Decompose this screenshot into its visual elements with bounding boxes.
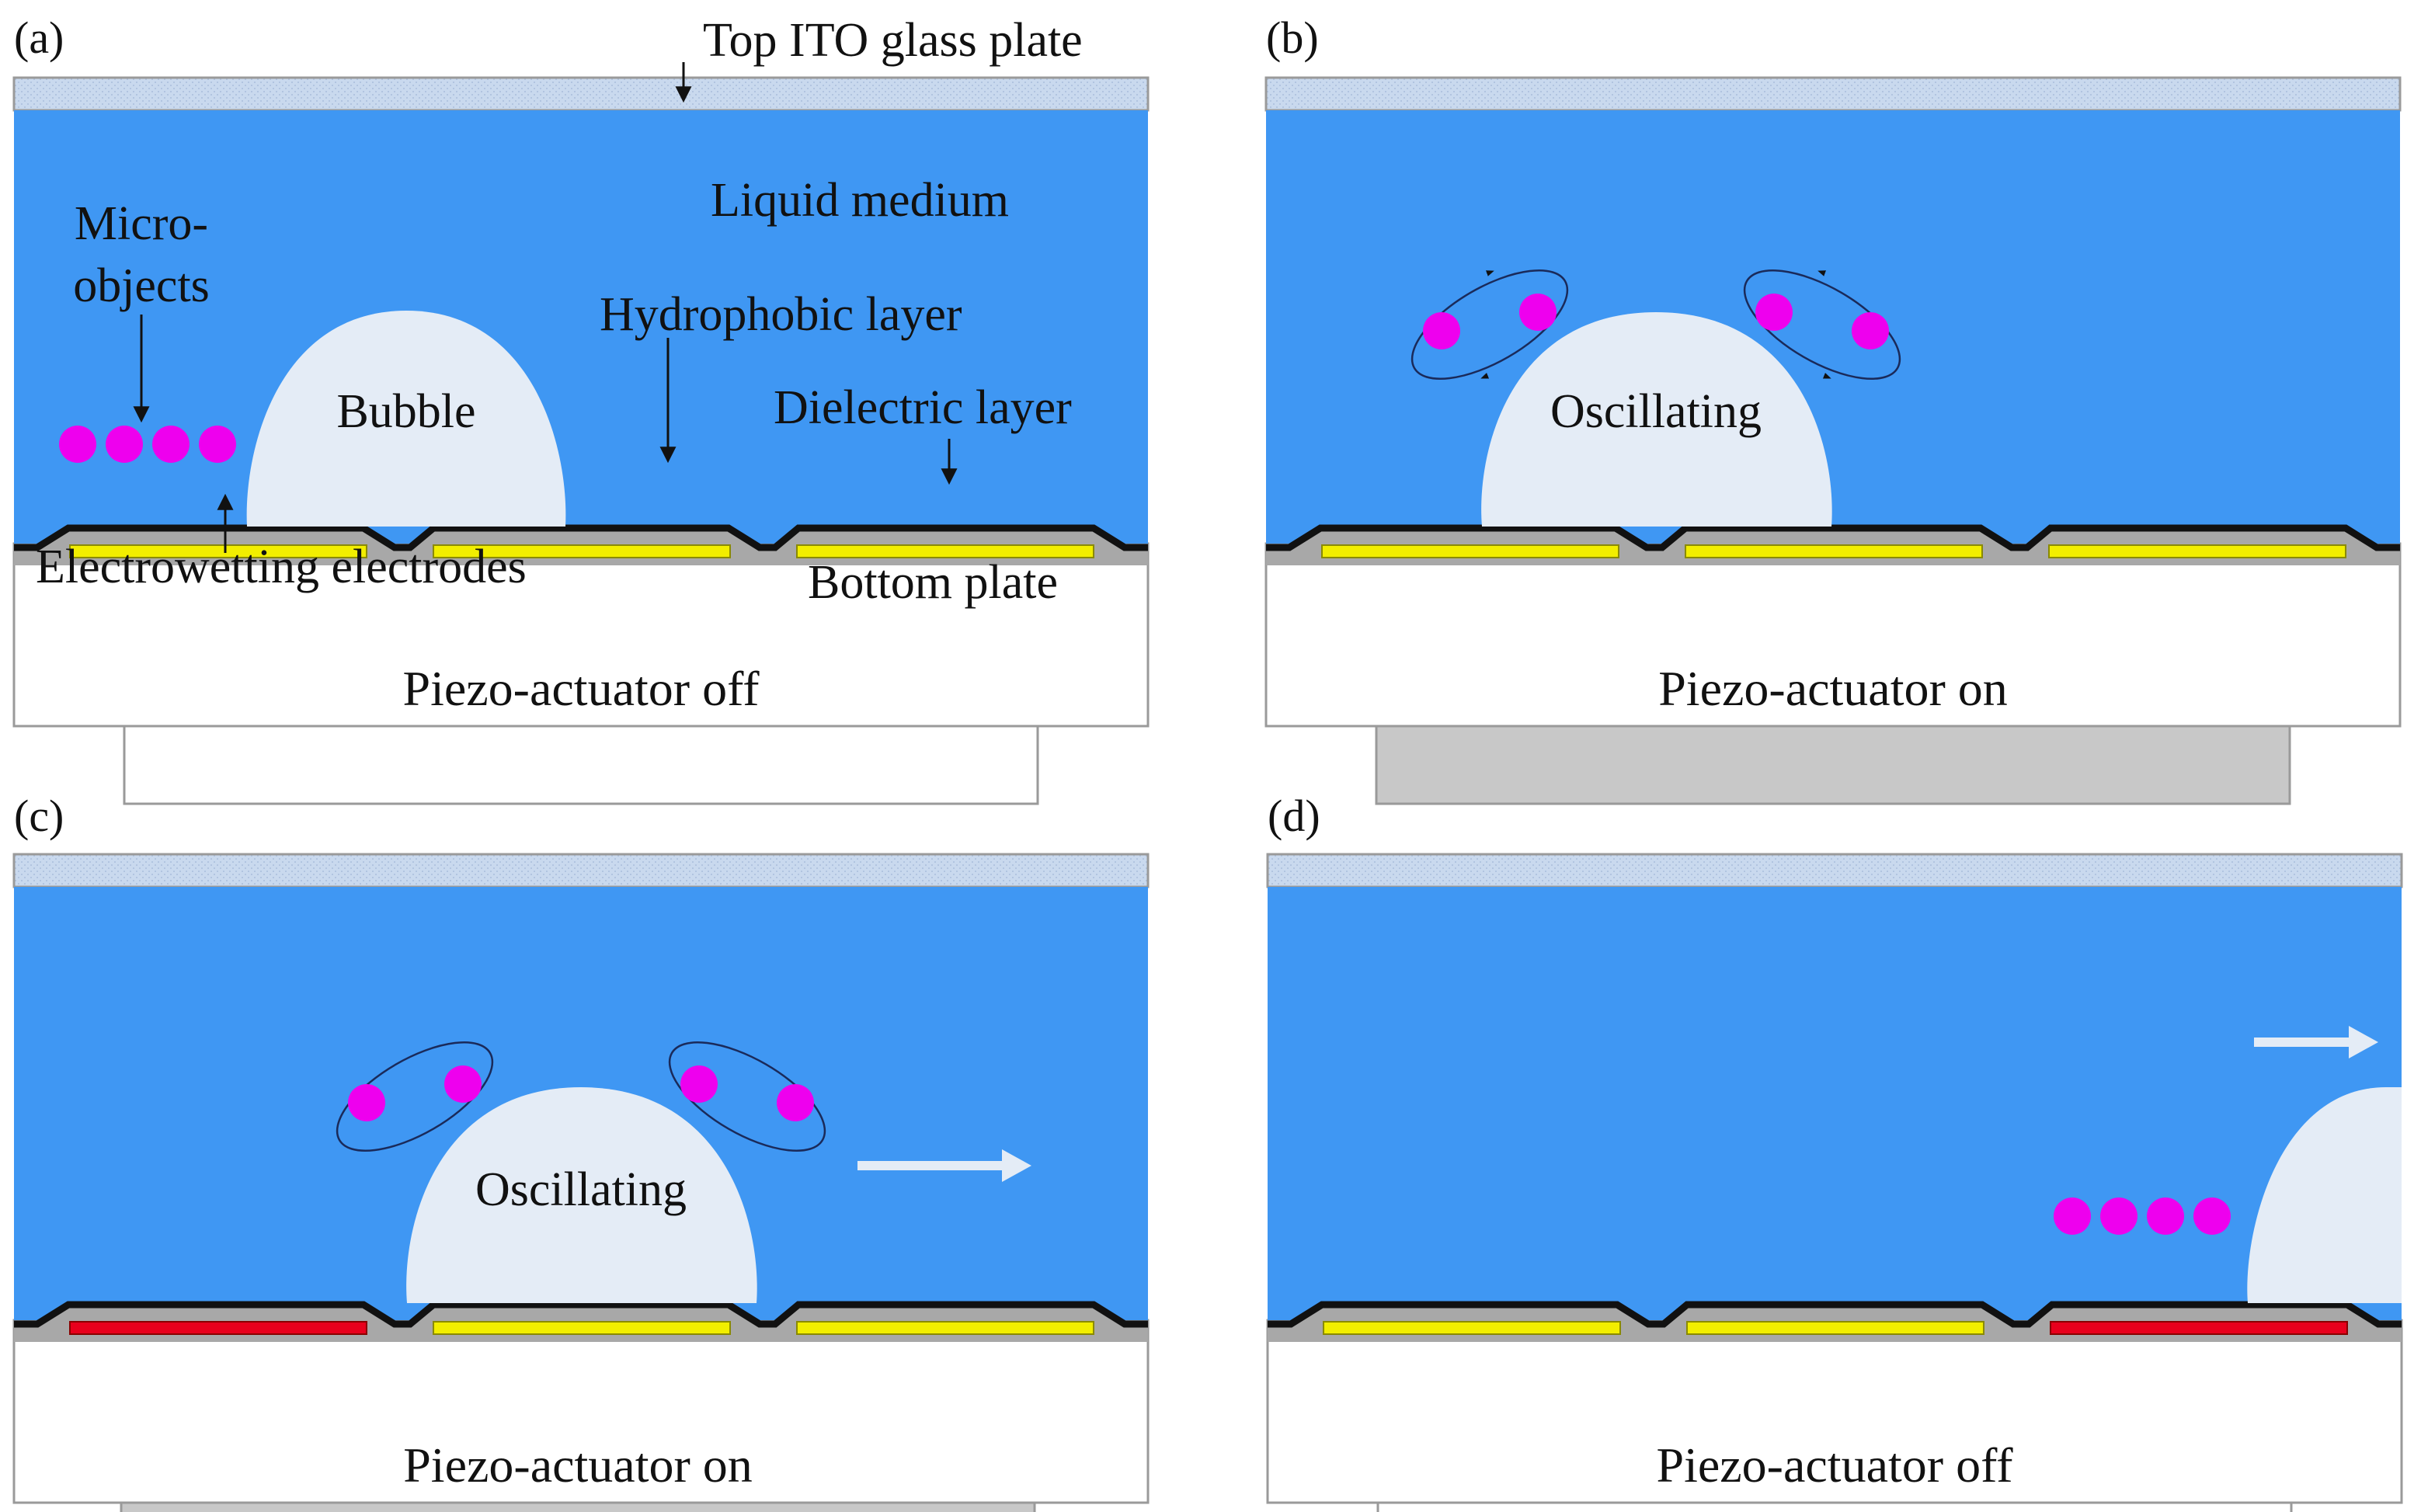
piezo-actuator-a bbox=[123, 725, 1039, 805]
piezo-actuator-d bbox=[1376, 1501, 2293, 1512]
panel-label-b: (b) bbox=[1266, 12, 1319, 63]
micro-object bbox=[199, 426, 236, 463]
piezo-actuator-c bbox=[120, 1501, 1036, 1512]
label-dielectric: Dielectric layer bbox=[774, 381, 1072, 434]
bubble-a bbox=[246, 311, 566, 527]
piezo-label-c: Piezo-actuator on bbox=[403, 1437, 753, 1493]
micro-object bbox=[106, 426, 143, 463]
micro-object bbox=[59, 426, 96, 463]
motion-arrow bbox=[857, 1161, 1007, 1170]
electrode-a3 bbox=[796, 544, 1094, 558]
piezo-label-a: Piezo-actuator off bbox=[402, 661, 760, 716]
piezo-label-d: Piezo-actuator off bbox=[1656, 1437, 2013, 1493]
electrode-active bbox=[2050, 1321, 2348, 1335]
label-micro-1: Micro- bbox=[75, 197, 208, 250]
label-oscillating-c: Oscillating bbox=[475, 1163, 687, 1216]
label-top-ito: Top ITO glass plate bbox=[703, 14, 1083, 67]
motion-arrow bbox=[2254, 1038, 2352, 1047]
panel-label-d: (d) bbox=[1268, 791, 1320, 841]
label-bottom: Bottom plate bbox=[808, 556, 1058, 609]
electrode-a2 bbox=[433, 544, 731, 558]
label-hydrophobic: Hydrophobic layer bbox=[600, 288, 962, 341]
panel-d bbox=[1268, 854, 2402, 1512]
bubble-b bbox=[1481, 312, 1832, 527]
label-oscillating-b: Oscillating bbox=[1550, 385, 1762, 438]
bubble-c bbox=[406, 1087, 757, 1303]
leader-arrows bbox=[133, 62, 958, 553]
bubble-d bbox=[2247, 1087, 2402, 1303]
panel-label-c: (c) bbox=[14, 791, 64, 841]
panel-b bbox=[1266, 78, 2400, 805]
label-micro-2: objects bbox=[73, 259, 210, 312]
label-electrodes: Electrowetting electrodes bbox=[36, 540, 527, 593]
panel-c bbox=[14, 854, 1148, 1512]
electrode-active bbox=[69, 1321, 367, 1335]
panel-a bbox=[14, 78, 1148, 805]
label-liquid: Liquid medium bbox=[711, 174, 1009, 227]
label-bubble: Bubble bbox=[336, 385, 475, 438]
piezo-label-b: Piezo-actuator on bbox=[1658, 661, 2008, 716]
electrode-a1 bbox=[69, 544, 367, 558]
panel-label-a: (a) bbox=[14, 12, 64, 63]
micro-object bbox=[152, 426, 190, 463]
piezo-actuator-b bbox=[1375, 725, 2291, 805]
